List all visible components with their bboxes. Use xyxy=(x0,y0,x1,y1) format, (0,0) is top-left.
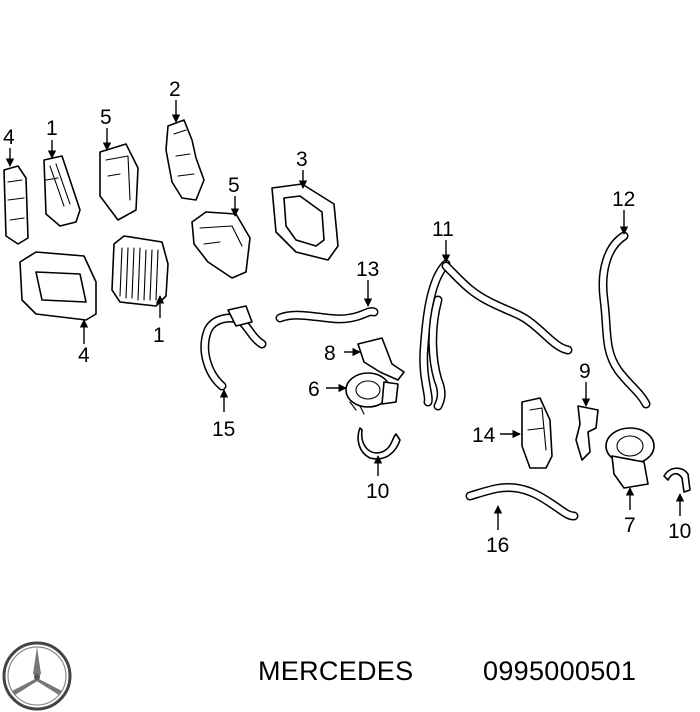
callout-4-upper: 4 xyxy=(3,126,15,149)
part-13-hose xyxy=(275,307,379,324)
callout-3: 3 xyxy=(296,148,308,171)
part-16-pipe xyxy=(465,483,579,521)
callout-12: 12 xyxy=(612,188,635,211)
callout-4-lower: 4 xyxy=(78,344,90,367)
callout-1-lower: 1 xyxy=(153,324,165,347)
footer-part-number: 0995000501 xyxy=(483,656,637,686)
part-1-lower-cooler xyxy=(111,235,169,307)
part-10-clamp-center xyxy=(357,427,401,460)
callout-15: 15 xyxy=(212,418,235,441)
part-15-hose xyxy=(200,305,267,391)
callout-numbers: 4 1 5 2 3 5 4 1 15 13 8 6 10 11 12 14 9 … xyxy=(3,78,691,557)
callout-7: 7 xyxy=(624,514,636,537)
callout-1-upper: 1 xyxy=(46,117,58,140)
callout-5-lower: 5 xyxy=(228,174,240,197)
part-9-bracket xyxy=(575,405,599,461)
part-5-lower-air-duct xyxy=(191,211,251,279)
footer-brand: MERCEDES xyxy=(258,656,414,686)
callout-9: 9 xyxy=(579,360,591,383)
part-3-frame xyxy=(271,183,339,261)
callout-13: 13 xyxy=(356,258,379,281)
callout-10-right: 10 xyxy=(668,520,691,543)
leader-lines xyxy=(5,100,685,530)
part-12-hose xyxy=(598,231,651,409)
part-2-bracket xyxy=(165,119,205,201)
part-7-pump xyxy=(605,427,655,489)
callout-14: 14 xyxy=(472,424,496,447)
part-11-hose xyxy=(419,259,573,411)
callout-16: 16 xyxy=(486,534,509,557)
callout-2: 2 xyxy=(169,78,181,101)
part-1-upper-cooler xyxy=(43,155,81,227)
part-4-upper-duct xyxy=(3,165,29,245)
part-14-reservoir xyxy=(521,397,553,469)
callout-6: 6 xyxy=(308,378,320,401)
part-8-bracket xyxy=(357,337,405,381)
callout-8: 8 xyxy=(324,342,336,365)
part-5-upper-air-duct xyxy=(99,143,139,221)
part-4-lower-housing xyxy=(19,251,97,321)
callout-5-upper: 5 xyxy=(100,106,112,129)
part-6-pump xyxy=(345,372,399,415)
mercedes-star-logo xyxy=(2,641,72,711)
callout-11: 11 xyxy=(432,218,454,241)
part-10-clamp-right xyxy=(663,467,691,493)
callout-10-center: 10 xyxy=(366,480,389,503)
